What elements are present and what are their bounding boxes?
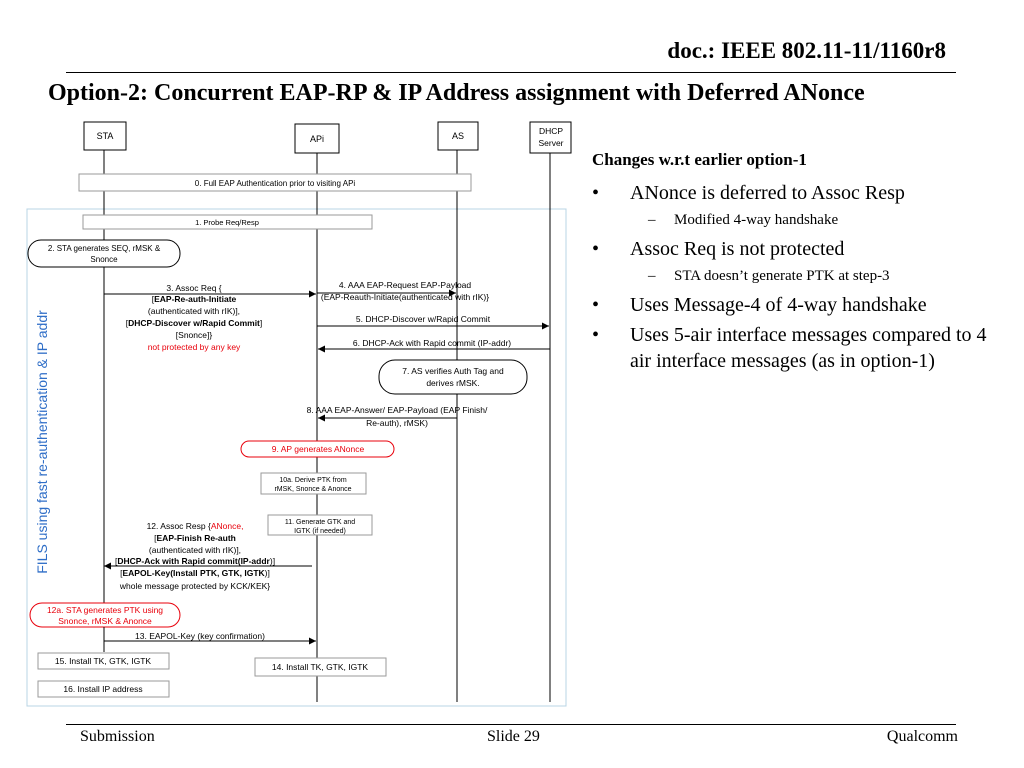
step12a-line2: Snonce, rMSK & Anonce — [58, 616, 152, 626]
step3-line6: not protected by any key — [148, 342, 241, 352]
entity-dhcp: DHCP Server — [529, 121, 572, 154]
step8-line1: 8. AAA EAP-Answer/ EAP-Payload (EAP Fini… — [307, 405, 488, 415]
notes-sub-bullet-text: STA doesn’t generate PTK at step-3 — [674, 268, 890, 284]
slide-title: Option-2: Concurrent EAP-RP & IP Address… — [48, 80, 865, 106]
step11-line1: 11. Generate GTK and — [285, 519, 355, 526]
step12-line6: whole message protected by KCK/KEK} — [119, 581, 270, 591]
step3-line2: [EAP-Re-auth-Initiate — [152, 294, 237, 304]
notes-sub-bullet-text: Modified 4-way handshake — [674, 212, 839, 228]
step16-box — [37, 680, 170, 698]
footer-left: Submission — [80, 728, 155, 745]
bullet-dot-icon: • — [592, 294, 600, 316]
step2-box — [27, 239, 181, 268]
notes-bullet: • Uses Message-4 of 4-way handshake — [592, 292, 1007, 318]
step16-label: 16. Install IP address — [63, 684, 142, 694]
entity-as-label: AS — [452, 131, 464, 141]
entity-as: AS — [437, 121, 479, 151]
step12-line1: 12. Assoc Resp {ANonce, — [147, 521, 244, 531]
entity-dhcp-label-2: Server — [538, 138, 563, 148]
bullet-dot-icon: • — [592, 182, 600, 204]
step12a-line1: 12a. STA generates PTK using — [47, 605, 163, 615]
step8-line2: Re-auth), rMSK) — [366, 418, 428, 428]
bullet-dot-icon: • — [592, 324, 600, 346]
footer-center: Slide 29 — [487, 728, 540, 745]
step0-box — [78, 173, 472, 192]
step3-line1: 3. Assoc Req { — [166, 283, 221, 293]
step13-label: 13. EAPOL-Key (key confirmation) — [135, 631, 265, 641]
footer-right: Qualcomm — [886, 728, 958, 745]
header-divider — [66, 72, 956, 73]
step15-box — [37, 652, 170, 670]
footer-divider — [66, 724, 956, 725]
step4-line1: 4. AAA EAP-Request EAP-Payload — [339, 280, 472, 290]
doc-id: doc.: IEEE 802.11-11/1160r8 — [667, 38, 946, 63]
entity-ap-label: APi — [310, 134, 324, 144]
entity-dhcp-label-1: DHCP — [539, 126, 563, 136]
step3-line4: [DHCP-Discover w/Rapid Commit] — [126, 318, 263, 328]
step12-line2: [EAP-Finish Re-auth — [154, 533, 236, 543]
step12a-box — [29, 602, 181, 628]
notes-bullet-text: Uses Message-4 of 4-way handshake — [630, 294, 927, 316]
notes-bullet-text: Uses 5-air interface messages compared t… — [630, 324, 987, 372]
dash-icon: – — [648, 268, 656, 284]
step7-line2: derives rMSK. — [426, 378, 479, 388]
step11-box — [267, 514, 373, 536]
step6-label: 6. DHCP-Ack with Rapid commit (IP-addr) — [353, 338, 511, 348]
entity-ap: APi — [294, 123, 340, 154]
entity-sta: STA — [83, 121, 127, 151]
notes-sub-bullet: – Modified 4-way handshake — [592, 210, 1007, 230]
step10a-box — [260, 472, 367, 495]
notes-bullet: • Assoc Req is not protected — [592, 236, 1007, 262]
step14-box — [254, 657, 387, 677]
entity-sta-label: STA — [97, 131, 114, 141]
step10a-line2: rMSK, Snonce & Anonce — [274, 486, 351, 493]
step5-label: 5. DHCP-Discover w/Rapid Commit — [356, 314, 491, 324]
notes-bullet: • ANonce is deferred to Assoc Resp — [592, 180, 1007, 206]
fils-region-label: FILS using fast re-authentication & IP a… — [34, 310, 50, 574]
notes-sub-bullet: – STA doesn’t generate PTK at step-3 — [592, 266, 1007, 286]
step0-label: 0. Full EAP Authentication prior to visi… — [195, 179, 356, 188]
step10a-line1: 10a. Derive PTK from — [279, 477, 346, 484]
step2-label-1: 2. STA generates SEQ, rMSK & — [48, 244, 161, 253]
step7-box — [378, 359, 528, 395]
step12-line5: [EAPOL-Key(Install PTK, GTK, IGTK)] — [120, 568, 270, 578]
step15-label: 15. Install TK, GTK, IGTK — [55, 656, 152, 666]
notes-heading: Changes w.r.t earlier option-1 — [592, 150, 807, 169]
step14-label: 14. Install TK, GTK, IGTK — [272, 662, 369, 672]
step9-box — [240, 440, 395, 458]
step4-line2: (EAP-Reauth-Initiate(authenticated with … — [321, 292, 489, 302]
bullet-dot-icon: • — [592, 238, 600, 260]
step12-line4: [DHCP-Ack with Rapid commit(IP-addr)] — [115, 556, 275, 566]
dash-icon: – — [648, 212, 656, 228]
step11-line2: IGTK (if needed) — [294, 528, 346, 535]
fils-region — [26, 208, 567, 707]
step7-line1: 7. AS verifies Auth Tag and — [402, 366, 504, 376]
step12-line3: (authenticated with rIK)], — [149, 545, 241, 555]
step9-label: 9. AP generates ANonce — [272, 444, 365, 454]
step2-label-2: Snonce — [90, 255, 118, 264]
notes-panel: Changes w.r.t earlier option-1 • ANonce i… — [592, 150, 1007, 378]
notes-bullet: • Uses 5-air interface messages compared … — [592, 322, 1007, 374]
step3-line5: [Snonce]} — [176, 330, 213, 340]
step1-box — [82, 214, 373, 230]
notes-bullet-text: ANonce is deferred to Assoc Resp — [630, 182, 905, 204]
notes-bullet-text: Assoc Req is not protected — [630, 238, 845, 260]
step1-label: 1. Probe Req/Resp — [195, 218, 259, 227]
step3-line3: (authenticated with rIK)], — [148, 306, 240, 316]
